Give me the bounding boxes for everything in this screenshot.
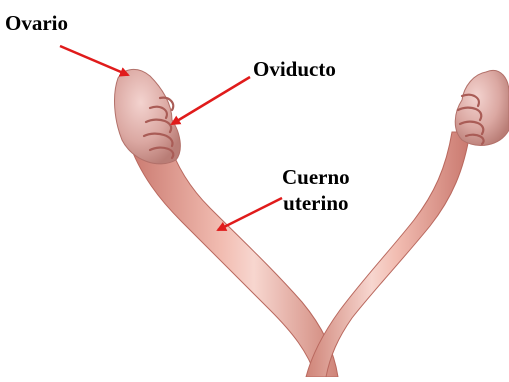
cuerno-label-line2: uterino <box>282 190 350 216</box>
oviducto-label: Oviducto <box>253 56 336 82</box>
cuerno-uterino-arrow <box>218 198 282 230</box>
cuerno-uterino-label: Cuerno uterino <box>282 164 350 216</box>
ovario-label: Ovario <box>5 10 68 36</box>
oviducto-arrow <box>172 77 250 124</box>
cuerno-label-line1: Cuerno <box>282 164 350 190</box>
ovario-arrow <box>60 46 128 75</box>
